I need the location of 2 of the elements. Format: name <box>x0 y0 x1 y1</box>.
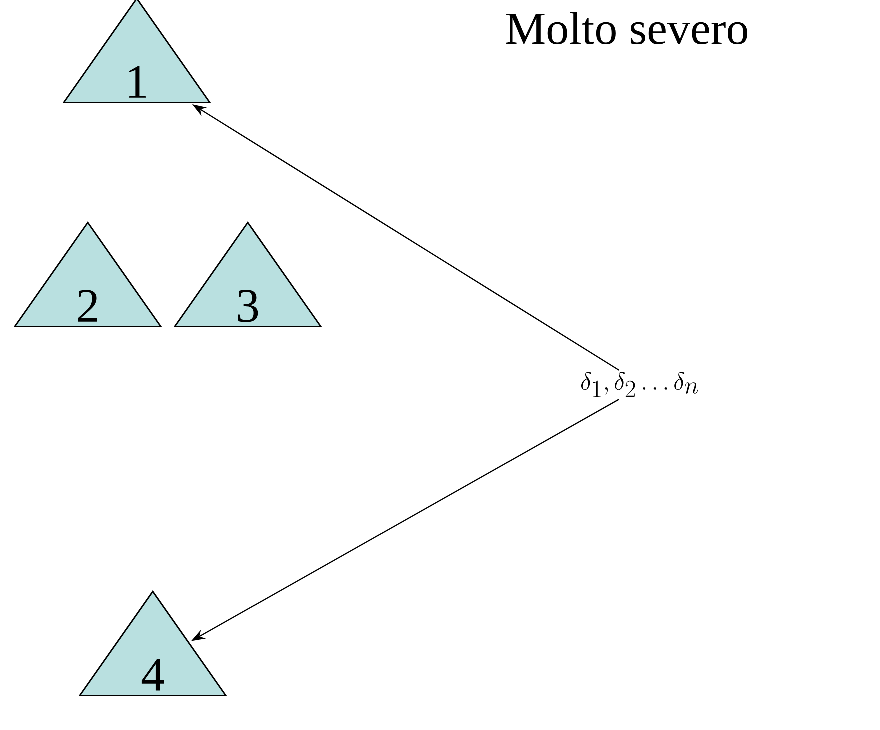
formula: $\delta_1, \delta_2 \ldots \delta_n$ <box>581 372 698 398</box>
title: Molto severo <box>506 12 748 45</box>
